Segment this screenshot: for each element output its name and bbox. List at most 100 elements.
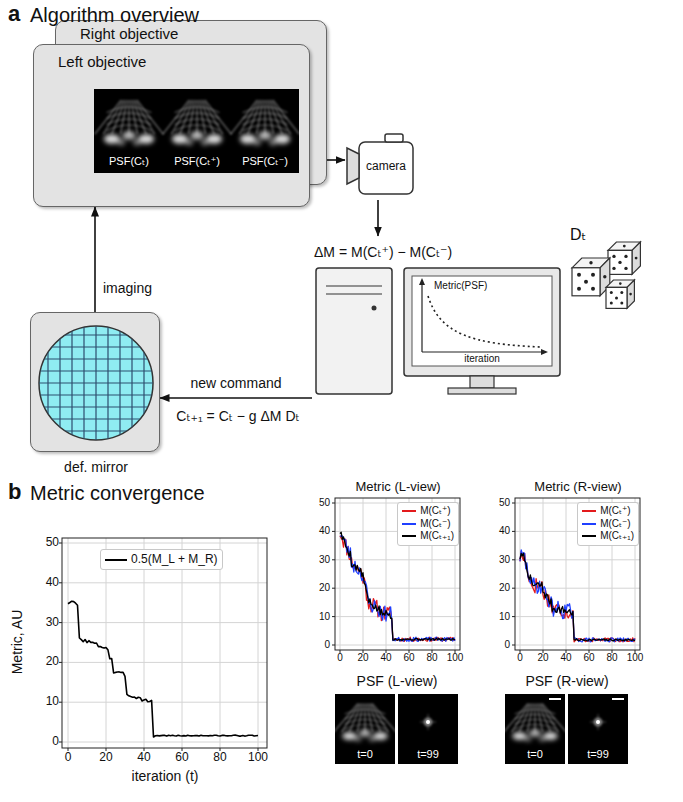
chart-frame: [335, 498, 460, 650]
text-label: PSF (L-view): [357, 673, 438, 689]
node-text: def. mirror: [31, 459, 161, 475]
ellipse-shape: [253, 140, 261, 146]
grid-line: [62, 582, 267, 583]
node-text: Left objective: [58, 53, 146, 70]
text-label: 0: [517, 652, 523, 664]
rect-shape: [385, 134, 403, 142]
text-label: 60: [175, 751, 188, 765]
data-line: [340, 536, 455, 642]
text-label: 40: [137, 751, 150, 765]
text-label: 50: [46, 536, 59, 550]
circle-shape: [624, 267, 627, 270]
grid-line: [335, 645, 460, 646]
g-shape: [334, 704, 396, 733]
data-line: [520, 550, 635, 642]
path-shape: [256, 100, 263, 134]
legend-text: M(Cₜ⁻): [600, 518, 630, 531]
grid-line: [62, 543, 267, 544]
circle-shape: [624, 255, 627, 258]
circle-shape: [577, 273, 581, 277]
ellipse-shape: [133, 140, 141, 146]
text-label: 40: [560, 652, 571, 664]
ellipse-shape: [269, 140, 277, 146]
line-shape: [36, 430, 156, 431]
text-label: t=99: [417, 748, 439, 761]
text-label: 100: [248, 751, 268, 765]
data-line: [68, 601, 258, 737]
line-shape: [326, 293, 382, 294]
text-label: t=0: [527, 748, 543, 761]
line-shape: [326, 285, 382, 286]
legend-text: M(Cₜ⁺): [420, 505, 450, 518]
text-label: 0: [52, 735, 59, 749]
rect-shape: [606, 287, 627, 308]
rect-shape: [404, 268, 560, 376]
circle-shape: [615, 296, 618, 299]
path-shape: [135, 100, 155, 134]
circle-shape: [620, 291, 623, 294]
legend-text: M(Cₜ₊₁): [600, 530, 634, 543]
polygon-shape: [541, 349, 548, 355]
path-shape: [504, 704, 528, 733]
ellipse-shape: [369, 737, 376, 742]
psf-images: [334, 694, 628, 764]
g-shape: [36, 323, 156, 443]
path-shape: [540, 704, 558, 733]
g-shape: [240, 131, 290, 145]
path-shape: [243, 107, 288, 112]
objective-panel: Left objectivePSF(Cₜ)PSF(Cₜ⁺)PSF(Cₜ⁻): [33, 44, 310, 207]
text-label: Algorithm overview: [30, 4, 199, 27]
g-shape: [512, 730, 558, 742]
legend-text: M(Cₜ₊₁): [420, 530, 454, 543]
path-shape: [347, 148, 359, 184]
deformable-mirror: def. mirror: [30, 312, 160, 452]
text-label: 40: [319, 526, 330, 538]
circle-shape: [610, 291, 613, 294]
data-line: [520, 553, 635, 641]
legend-line: [402, 510, 416, 512]
computer-icon: ΔM = M(Cₜ⁺) − M(Cₜ⁻)Metric(PSF)iteration: [312, 236, 562, 404]
text-label: 40: [46, 576, 59, 590]
connector-arrow: [377, 200, 379, 236]
path-shape: [372, 704, 396, 733]
g-shape: [163, 100, 232, 134]
text-label: 30: [499, 554, 510, 566]
rect-shape: [470, 376, 494, 388]
rect-shape: [359, 142, 413, 194]
legend-row: M(Cₜ⁻): [582, 518, 634, 531]
line-shape: [422, 351, 544, 352]
path-shape: [345, 710, 386, 715]
rect-shape: [316, 268, 392, 394]
legend-line: [582, 523, 596, 525]
text-label: 80: [426, 652, 437, 664]
path-shape: [345, 725, 386, 730]
text-label: 100: [627, 652, 644, 664]
circle-shape: [618, 261, 621, 264]
circle-shape: [612, 267, 615, 270]
text-label: 20: [46, 655, 59, 669]
rect-shape: [412, 276, 552, 366]
path-shape: [231, 100, 257, 134]
text-label: t=99: [587, 748, 609, 761]
computer-drawing: [312, 236, 562, 404]
path-shape: [175, 113, 220, 118]
node-text: PSF(Cₜ): [96, 155, 162, 168]
path-shape: [357, 704, 363, 733]
grid-line: [68, 538, 69, 748]
legend-row: 0.5(M_L + M_R): [105, 552, 218, 567]
chart-frame: [62, 538, 267, 748]
text-label: 100: [447, 652, 464, 664]
camera-drawing: [345, 118, 415, 200]
path-shape: [107, 125, 152, 130]
circle-shape: [596, 720, 600, 724]
g-shape: [504, 704, 566, 733]
circle-shape: [603, 275, 606, 278]
edge-label: new command: [190, 375, 281, 391]
path-shape: [203, 100, 223, 134]
text-label: Metric (L-view): [355, 480, 440, 495]
path-shape: [515, 715, 556, 720]
line-shape: [549, 698, 561, 700]
line-shape: [36, 418, 156, 419]
edge-label: imaging: [103, 280, 152, 296]
